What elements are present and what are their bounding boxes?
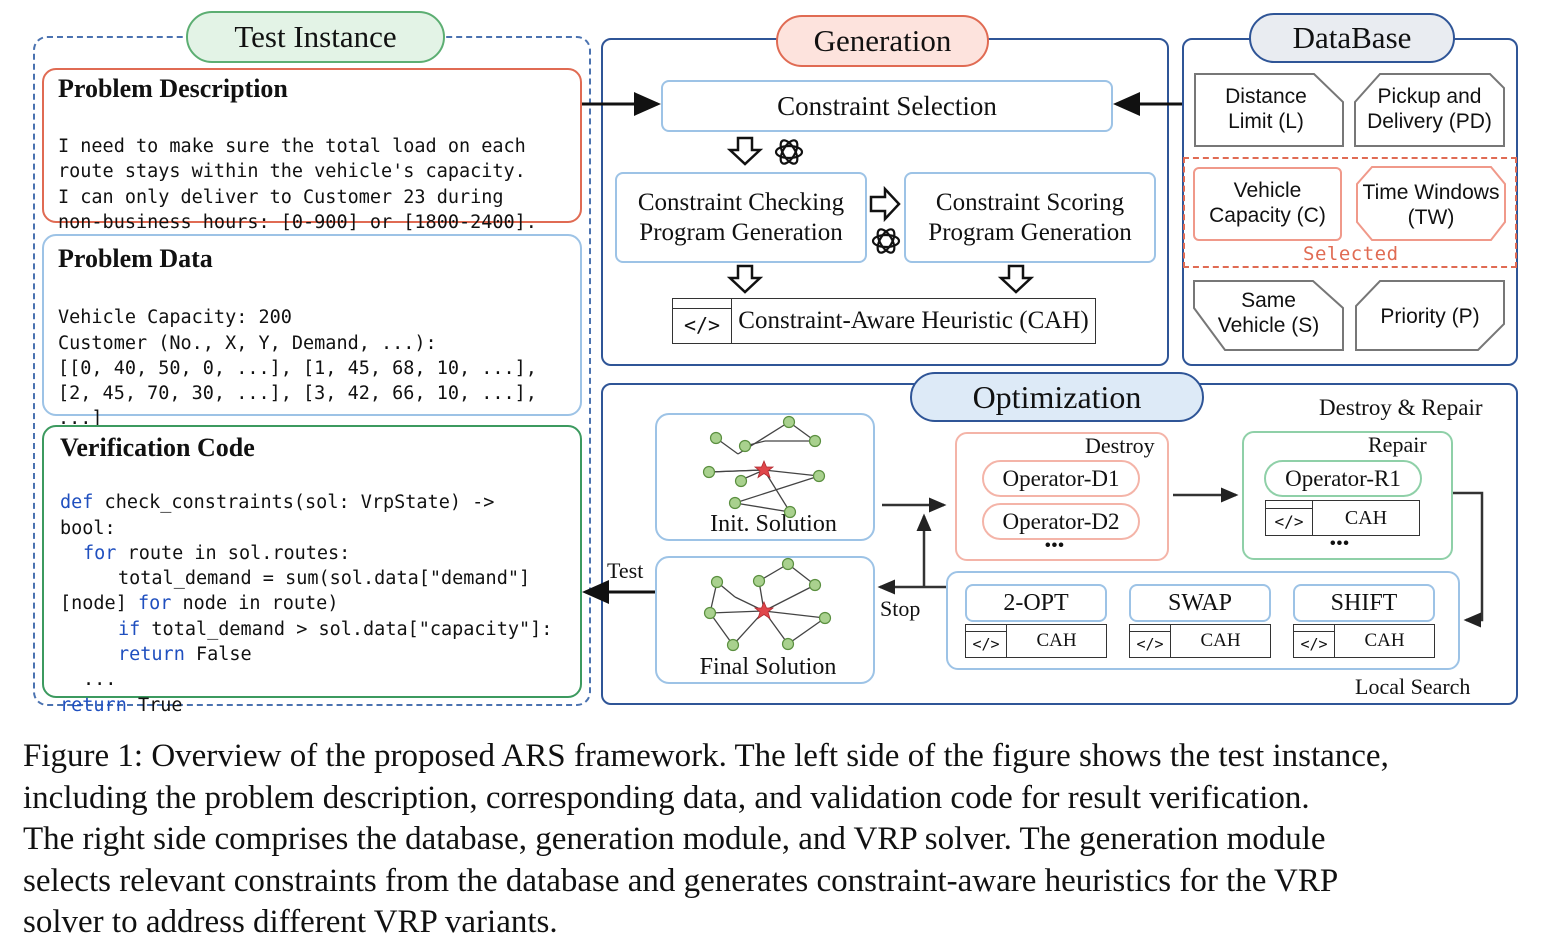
constraint-checking-box: Constraint Checking Program Generation bbox=[615, 172, 867, 263]
repair-operator-r1: Operator-R1 bbox=[1264, 460, 1422, 497]
problem-data-line: [2, 45, 70, 30, ...], [3, 42, 66, 10, ..… bbox=[58, 383, 537, 405]
optimization-title: Optimization bbox=[910, 372, 1204, 422]
problem-description-card: Problem Description I need to make sure … bbox=[42, 68, 582, 233]
caption-line: selects relevant constraints from the da… bbox=[23, 862, 1339, 899]
problem-description-heading: Problem Description bbox=[58, 74, 288, 103]
code-window-icon: </> bbox=[1266, 501, 1313, 535]
db-item-shape bbox=[1354, 73, 1505, 147]
test-instance-title-text: Test Instance bbox=[234, 19, 397, 54]
test-label: Test bbox=[607, 558, 644, 583]
generation-title: Generation bbox=[776, 15, 989, 67]
problem-description-line: route stays within the vehicle's capacit… bbox=[58, 161, 526, 182]
selected-region bbox=[1183, 157, 1517, 268]
selected-label: Selected bbox=[1303, 243, 1399, 265]
destroy-box bbox=[955, 432, 1169, 561]
local-search-2opt: 2-OPT bbox=[965, 584, 1107, 622]
caption-line: including the problem description, corre… bbox=[23, 779, 1310, 816]
problem-description-line: non-business hours: [0-900] or [1800-240… bbox=[58, 212, 537, 233]
local-search-cah-shift: </> CAH bbox=[1293, 624, 1435, 658]
db-item-shape bbox=[1356, 166, 1506, 241]
constraint-selection-box: Constraint Selection bbox=[661, 80, 1113, 132]
verification-code-card: Verification Code def check_constraints(… bbox=[42, 425, 582, 716]
destroy-more: ••• bbox=[1045, 537, 1065, 554]
repair-more: ••• bbox=[1330, 535, 1350, 552]
db-item-priority: Priority (P) bbox=[1380, 305, 1480, 328]
local-search-cah-swap: </> CAH bbox=[1129, 624, 1271, 658]
problem-data-line: [[0, 40, 50, 0, ...], [1, 45, 68, 10, ..… bbox=[58, 357, 537, 379]
db-item-shape bbox=[1193, 280, 1344, 351]
repair-box bbox=[1242, 431, 1453, 560]
test-instance-title: Test Instance bbox=[186, 11, 445, 63]
verification-code-block: def check_constraints(sol: VrpState) ->b… bbox=[60, 492, 553, 716]
code-window-icon: </> bbox=[966, 625, 1007, 657]
database-title: DataBase bbox=[1249, 13, 1455, 63]
local-search-cah-2opt: </> CAH bbox=[965, 624, 1107, 658]
final-solution-label: Final Solution bbox=[699, 654, 837, 680]
local-search-shift: SHIFT bbox=[1293, 584, 1435, 622]
final-solution-box bbox=[655, 556, 875, 684]
caption-line: solver to address different VRP variants… bbox=[23, 904, 558, 940]
code-window-icon: </> bbox=[1294, 625, 1335, 657]
destroy-repair-label: Destroy & Repair bbox=[1319, 395, 1483, 420]
problem-data-line: Customer (No., X, Y, Demand, ...): bbox=[58, 332, 437, 354]
caption-line: Figure 1: Overview of the proposed ARS f… bbox=[23, 738, 1389, 774]
db-item-time-windows: Time Windows(TW) bbox=[1362, 181, 1500, 229]
problem-data-line: ...] bbox=[58, 408, 103, 430]
constraint-scoring-box: Constraint Scoring Program Generation bbox=[904, 172, 1156, 263]
code-window-icon: </> bbox=[673, 299, 732, 343]
db-item-shape bbox=[1194, 73, 1344, 147]
db-item-shape bbox=[1355, 280, 1505, 351]
init-solution-box bbox=[655, 413, 875, 541]
local-search-swap: SWAP bbox=[1129, 584, 1271, 622]
destroy-operator-d1: Operator-D1 bbox=[982, 460, 1140, 497]
figure-caption: Figure 1: Overview of the proposed ARS f… bbox=[23, 736, 1538, 944]
db-item-shape bbox=[1193, 167, 1342, 241]
problem-description-line: I need to make sure the total load on ea… bbox=[58, 135, 526, 157]
stop-label: Stop bbox=[880, 596, 921, 621]
repair-cah: </> CAH bbox=[1265, 500, 1420, 536]
cah-box: </> Constraint-Aware Heuristic (CAH) bbox=[672, 298, 1096, 344]
destroy-operator-d2: Operator-D2 bbox=[982, 503, 1140, 540]
local-search-label: Local Search bbox=[1355, 674, 1471, 699]
code-window-icon: </> bbox=[1130, 625, 1171, 657]
verification-code-heading: Verification Code bbox=[60, 433, 255, 462]
problem-description-line: I can only deliver to Customer 23 during bbox=[58, 186, 504, 208]
problem-data-heading: Problem Data bbox=[58, 244, 213, 273]
init-solution-label: Init. Solution bbox=[710, 511, 837, 537]
destroy-label: Destroy bbox=[1085, 433, 1155, 458]
caption-line: The right side comprises the database, g… bbox=[23, 821, 1326, 857]
repair-label: Repair bbox=[1368, 432, 1427, 457]
problem-data-line: Vehicle Capacity: 200 bbox=[58, 307, 292, 329]
